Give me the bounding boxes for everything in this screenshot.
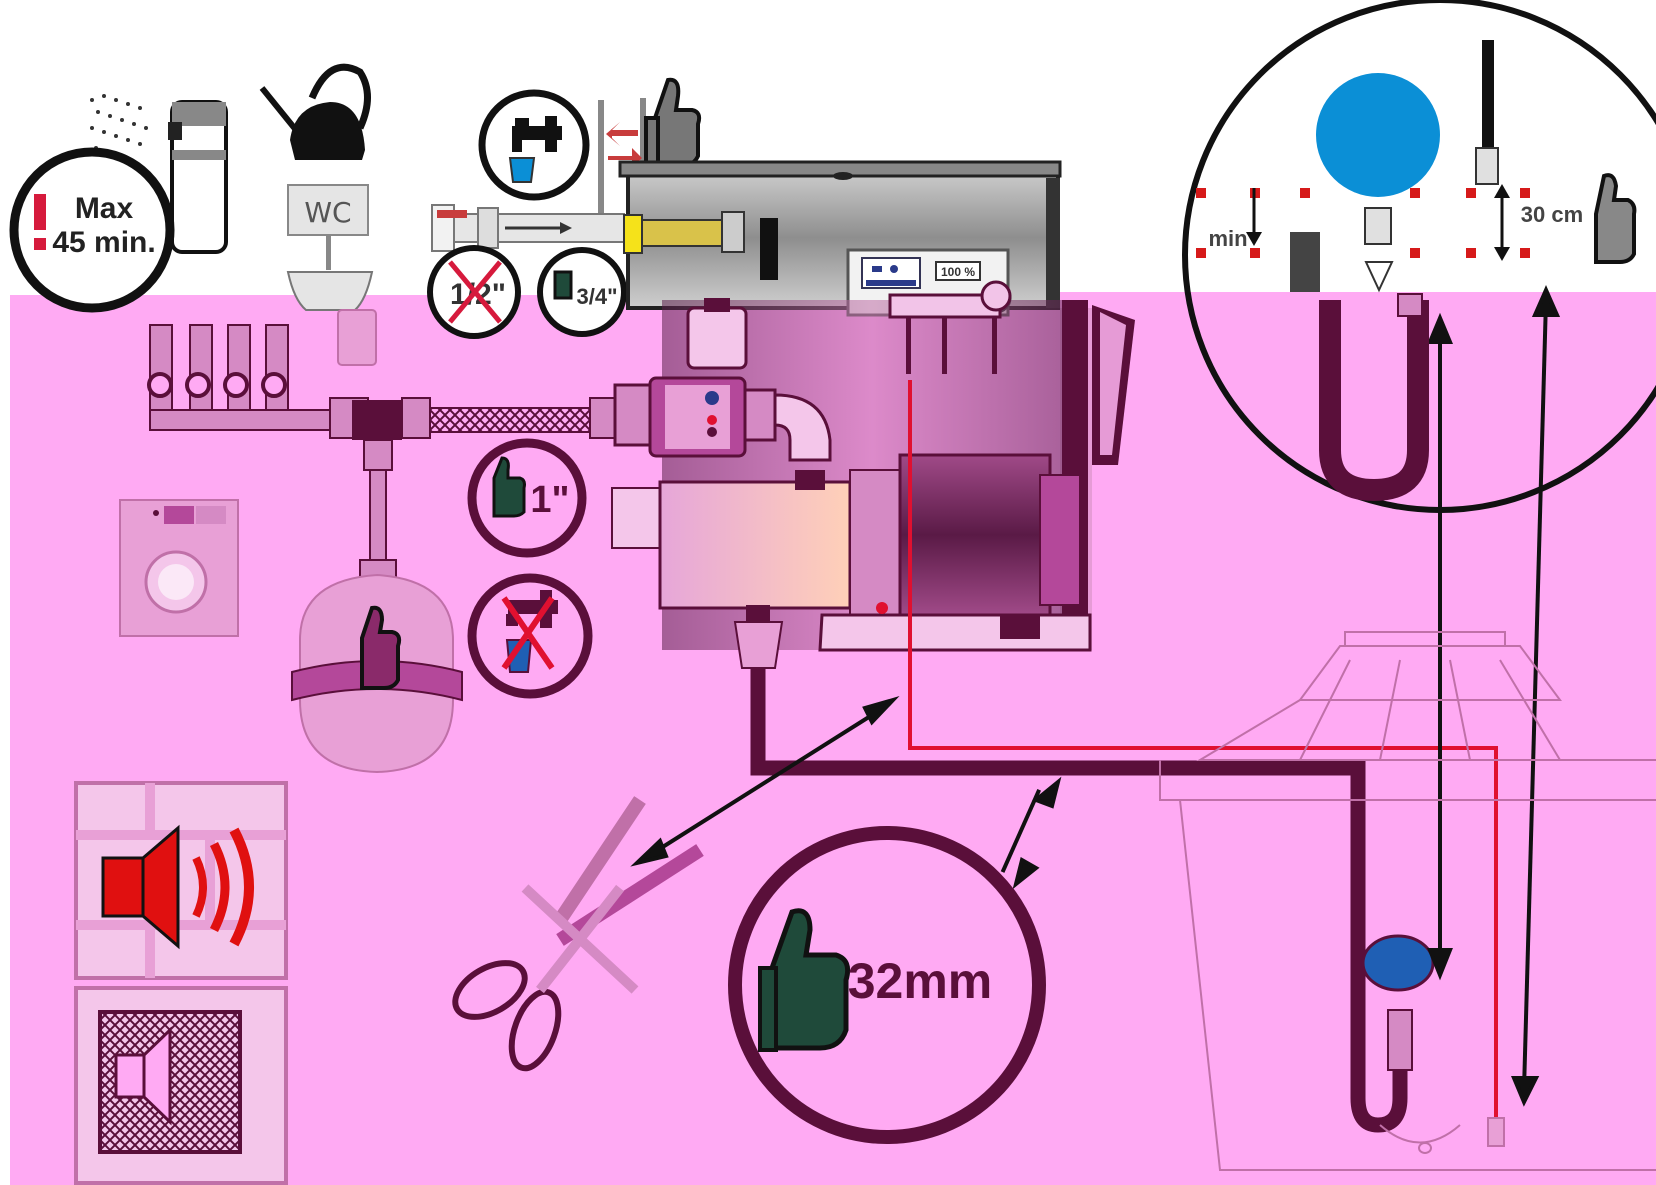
- timer-circle: Max 45 min.: [14, 152, 170, 308]
- fitting-half-inch-forbidden: 1/2": [430, 248, 518, 336]
- speaker-loud-icon: [76, 783, 286, 978]
- fitting-one-inch-label: 1": [530, 479, 569, 521]
- pipe-diameter-label: 32mm: [848, 953, 993, 1009]
- tap-icon: [482, 93, 586, 197]
- fitting-three-quarter-allowed: 3/4": [540, 250, 624, 334]
- tap-crossed-icon: [472, 578, 588, 694]
- fitting-one-inch-allowed: 1": [472, 443, 582, 553]
- expansion-tank: [292, 575, 462, 772]
- washing-machine-icon: [120, 500, 238, 636]
- time-limit-line2: 45 min.: [52, 226, 155, 259]
- wc-label: WC: [304, 196, 351, 229]
- time-limit-line1: Max: [75, 192, 134, 225]
- fitting-three-quarter-label: 3/4": [576, 284, 617, 309]
- float-min-label: min: [1208, 226, 1247, 251]
- controller-percent-label: 100 %: [941, 265, 975, 279]
- float-distance-label: 30 cm: [1521, 202, 1583, 227]
- pipe-diameter-callout: 32mm: [735, 833, 1039, 1137]
- float-switch-icon: [1363, 936, 1433, 990]
- speaker-muted-icon: [76, 988, 286, 1183]
